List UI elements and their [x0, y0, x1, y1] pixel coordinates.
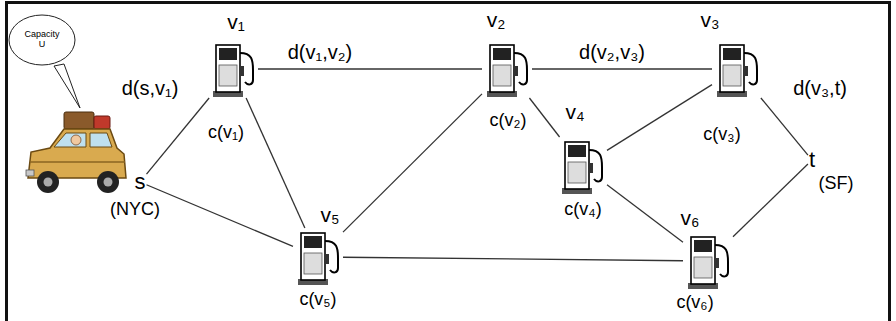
road-connector [733, 164, 808, 237]
gas-station: v₄c(v₄) [557, 137, 607, 195]
endpoint-label: s [135, 170, 146, 194]
car-wheel [97, 171, 119, 193]
vertex-label: v₆ [681, 206, 700, 229]
road-connector [607, 185, 683, 242]
bubble-tail [54, 64, 80, 108]
city-name: (NYC) [110, 200, 160, 220]
distance-label: d(v₂,v₃) [577, 41, 647, 63]
bubble-ellipse [9, 15, 75, 65]
gas-pump-icon [683, 232, 733, 290]
cost-label: c(v₆) [676, 293, 713, 313]
car-stripe [30, 161, 125, 163]
pump-hose [325, 241, 338, 272]
cost-label: c(v₄) [564, 200, 601, 220]
pump-panel [219, 65, 237, 86]
pump-nozzle [714, 258, 719, 268]
pump-body [720, 45, 744, 92]
gas-pump-icon [557, 137, 607, 195]
vertex-label: v₃ [700, 8, 719, 31]
cost-label: c(v₃) [703, 125, 740, 145]
endpoint-label: t [809, 148, 815, 172]
road-connector [532, 68, 712, 69]
road-connector [147, 185, 294, 247]
road-connector [246, 98, 305, 228]
pump-hose [514, 53, 527, 84]
car-window [54, 133, 86, 147]
speech-bubble: Capacity U [8, 14, 76, 66]
road-connector [343, 257, 683, 260]
car-window [90, 133, 112, 147]
gas-pump-icon [482, 40, 532, 98]
city-point: s(NYC) [134, 170, 147, 194]
driver-head [71, 135, 81, 145]
pump-nozzle [513, 66, 518, 76]
road-connector [607, 85, 712, 151]
cost-label: c(v₂) [490, 111, 527, 131]
gas-pump-icon [293, 228, 343, 286]
gas-station: v₅c(v₅) [293, 228, 343, 286]
vertex-label: v₂ [487, 8, 506, 31]
pump-display [568, 145, 586, 157]
pump-nozzle [743, 66, 748, 76]
pump-display [723, 48, 741, 60]
distance-label: d(s,v₁) [120, 77, 181, 99]
pump-panel [723, 65, 741, 86]
car-bumper [26, 170, 34, 176]
vertex-label: v₄ [565, 100, 584, 123]
pump-display [493, 48, 511, 60]
pump-panel [304, 253, 322, 274]
pump-nozzle [239, 66, 244, 76]
city-point: t(SF) [808, 148, 816, 172]
frame-border [5, 1, 891, 321]
pump-body [216, 45, 240, 92]
distance-label: d(v₁,v₂) [286, 41, 355, 63]
gas-station: v₂c(v₂) [482, 40, 532, 98]
pump-nozzle [324, 254, 329, 264]
pump-display [219, 48, 237, 60]
pump-hose [744, 53, 757, 84]
gas-station: v₁c(v₁) [208, 40, 258, 98]
pump-body [691, 237, 715, 284]
pump-panel [493, 65, 511, 86]
car-hub [104, 178, 113, 187]
distance-label: d(v₃,t) [791, 77, 849, 99]
road-connector [343, 94, 482, 232]
pump-hose [715, 245, 728, 276]
vertex-label: v₁ [227, 10, 245, 33]
road-connector [529, 98, 559, 137]
pump-hose [589, 150, 602, 181]
luggage [94, 116, 110, 129]
pump-body [565, 142, 589, 189]
pump-display [304, 236, 322, 248]
car-hub [44, 178, 53, 187]
cost-label: c(v₅) [299, 290, 336, 310]
pump-hose [240, 53, 253, 84]
cost-label: c(v₁) [208, 123, 244, 143]
city-name: (SF) [819, 174, 854, 194]
car-body [28, 129, 126, 178]
pump-panel [694, 257, 712, 278]
gas-pump-icon [712, 40, 762, 98]
vertex-label: v₅ [321, 203, 340, 226]
road-connector [258, 68, 482, 69]
luggage [64, 112, 94, 129]
road-connector [147, 98, 210, 174]
car-drawing [26, 112, 126, 193]
pump-nozzle [588, 163, 593, 173]
pump-body [490, 45, 514, 92]
road-connector [761, 98, 808, 155]
pump-body [301, 233, 325, 280]
bubble-text: Capacity U [21, 30, 63, 50]
pump-display [694, 240, 712, 252]
pump-panel [568, 162, 586, 183]
car-wheel [37, 171, 59, 193]
gas-pump-icon [208, 40, 258, 98]
gas-station: v₆c(v₆) [683, 232, 733, 290]
gas-station: v₃c(v₃) [712, 40, 762, 98]
